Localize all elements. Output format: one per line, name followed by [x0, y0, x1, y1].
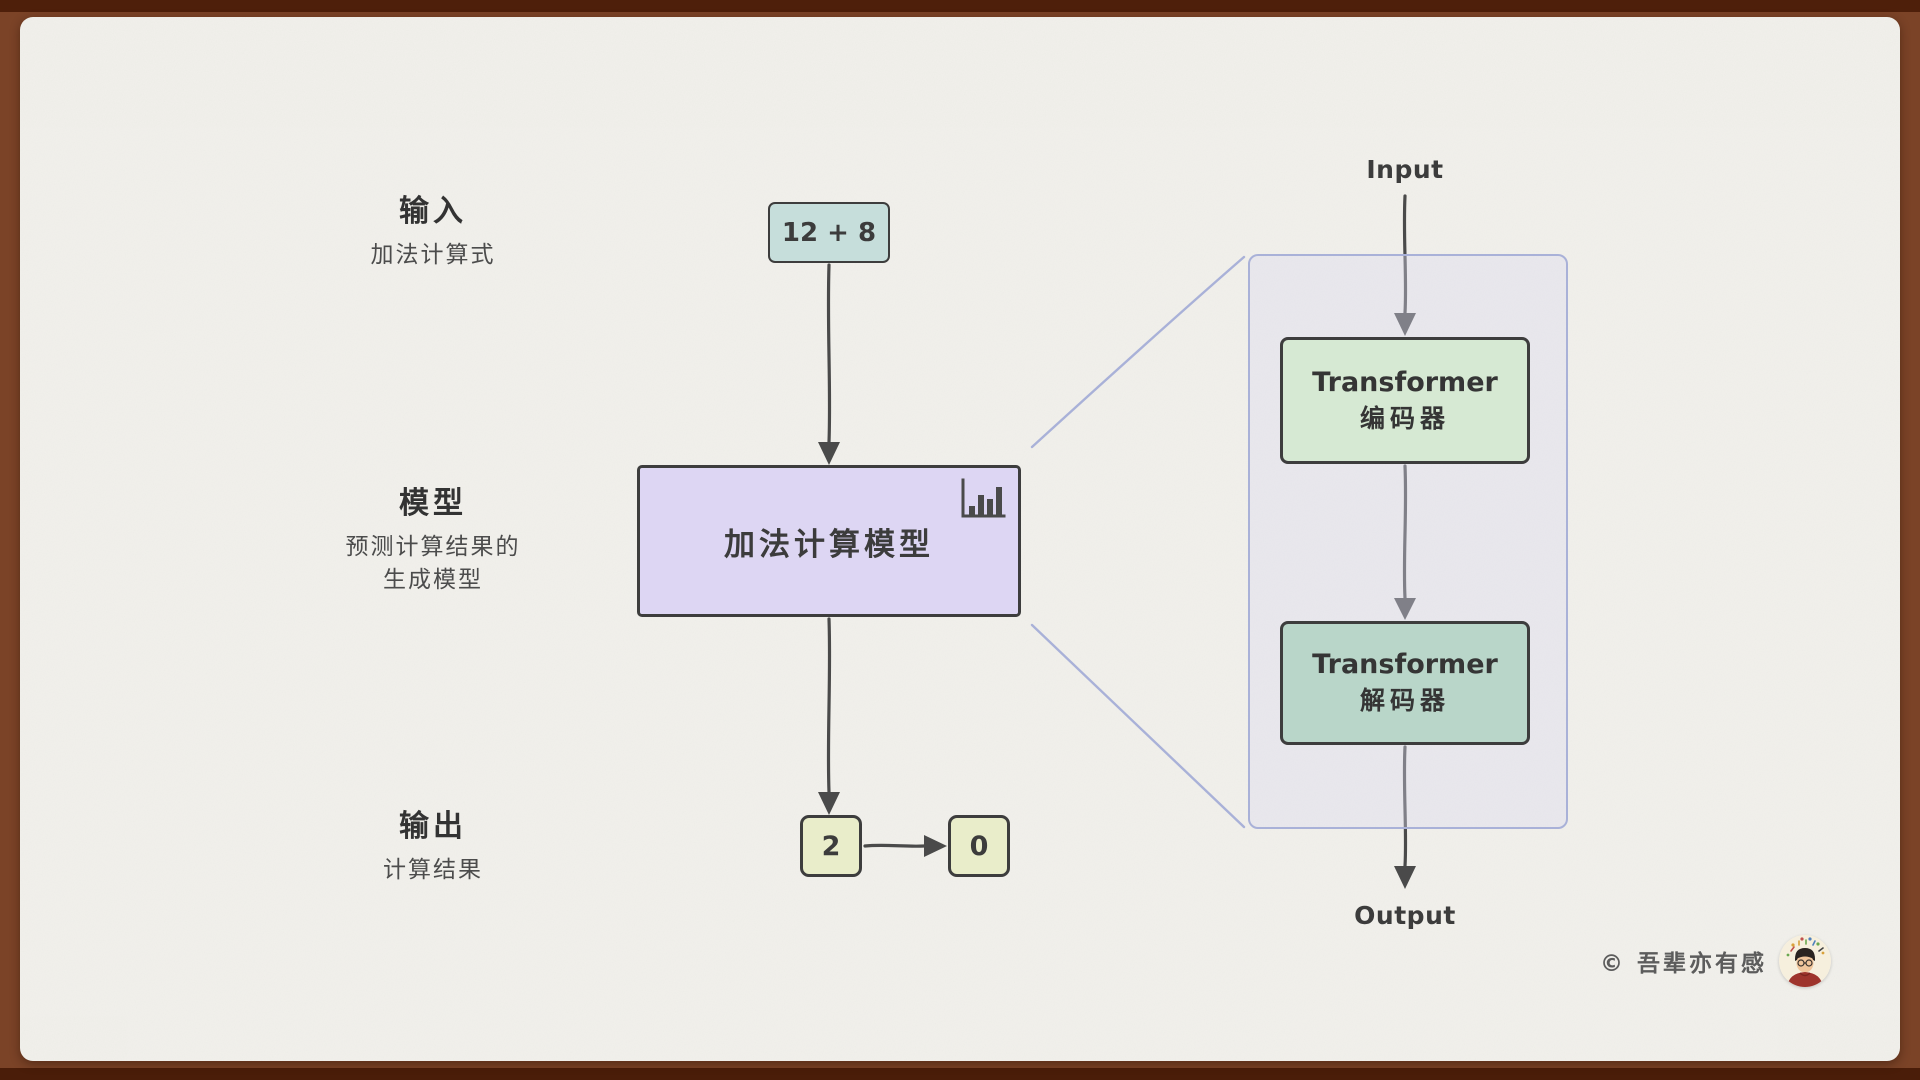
row-label-input: 输入 加法计算式 — [278, 193, 588, 272]
arrow-input-to-model — [818, 263, 840, 465]
decoder-text-line2: 解码器 — [1359, 686, 1450, 715]
detail-output-label: Output — [1354, 901, 1456, 930]
model-box: 加法计算模型 — [637, 465, 1021, 617]
encoder-text-line1: Transformer — [1312, 366, 1498, 398]
transformer-decoder-box: Transformer 解码器 — [1280, 621, 1530, 745]
arrow-token2-to-token0 — [863, 835, 947, 857]
arrow-model-to-output — [818, 617, 840, 815]
row-label-model-subtitle-line1: 预测计算结果的 — [345, 534, 521, 560]
author-avatar — [1779, 935, 1831, 987]
detail-input-label: Input — [1366, 155, 1444, 184]
zoom-line-bottom — [1030, 623, 1246, 829]
row-label-input-subtitle: 加法计算式 — [370, 242, 496, 268]
output-token-1-text: 2 — [821, 830, 841, 862]
decoder-text-line1: Transformer — [1312, 649, 1498, 680]
row-label-output-title: 输出 — [399, 809, 467, 844]
row-label-model-subtitle-line2: 生成模型 — [383, 567, 483, 593]
row-label-model: 模型 预测计算结果的 生成模型 — [278, 485, 588, 597]
encoder-text-line2: 编码器 — [1359, 403, 1450, 433]
watermark: © 吾辈亦有感 — [1600, 935, 1831, 987]
paper-background: 输入 加法计算式 模型 预测计算结果的 生成模型 输出 计算结果 12 + 8 … — [20, 17, 1900, 1061]
input-expression-box: 12 + 8 — [768, 202, 890, 263]
row-label-output: 输出 计算结果 — [278, 808, 588, 887]
output-token-box-1: 2 — [800, 815, 862, 877]
input-expression-text: 12 + 8 — [781, 217, 877, 248]
author-avatar-image — [1779, 935, 1831, 987]
row-label-output-subtitle: 计算结果 — [383, 857, 483, 883]
output-token-2-text: 0 — [969, 830, 989, 862]
bar-chart-icon — [961, 478, 1006, 518]
zoom-line-top — [1030, 255, 1246, 449]
copyright-text: © 吾辈亦有感 — [1599, 951, 1767, 977]
output-token-box-2: 0 — [948, 815, 1010, 877]
transformer-encoder-box: Transformer 编码器 — [1280, 337, 1530, 464]
row-label-model-title: 模型 — [399, 486, 467, 521]
row-label-input-title: 输入 — [399, 194, 467, 229]
model-box-text: 加法计算模型 — [724, 526, 934, 563]
